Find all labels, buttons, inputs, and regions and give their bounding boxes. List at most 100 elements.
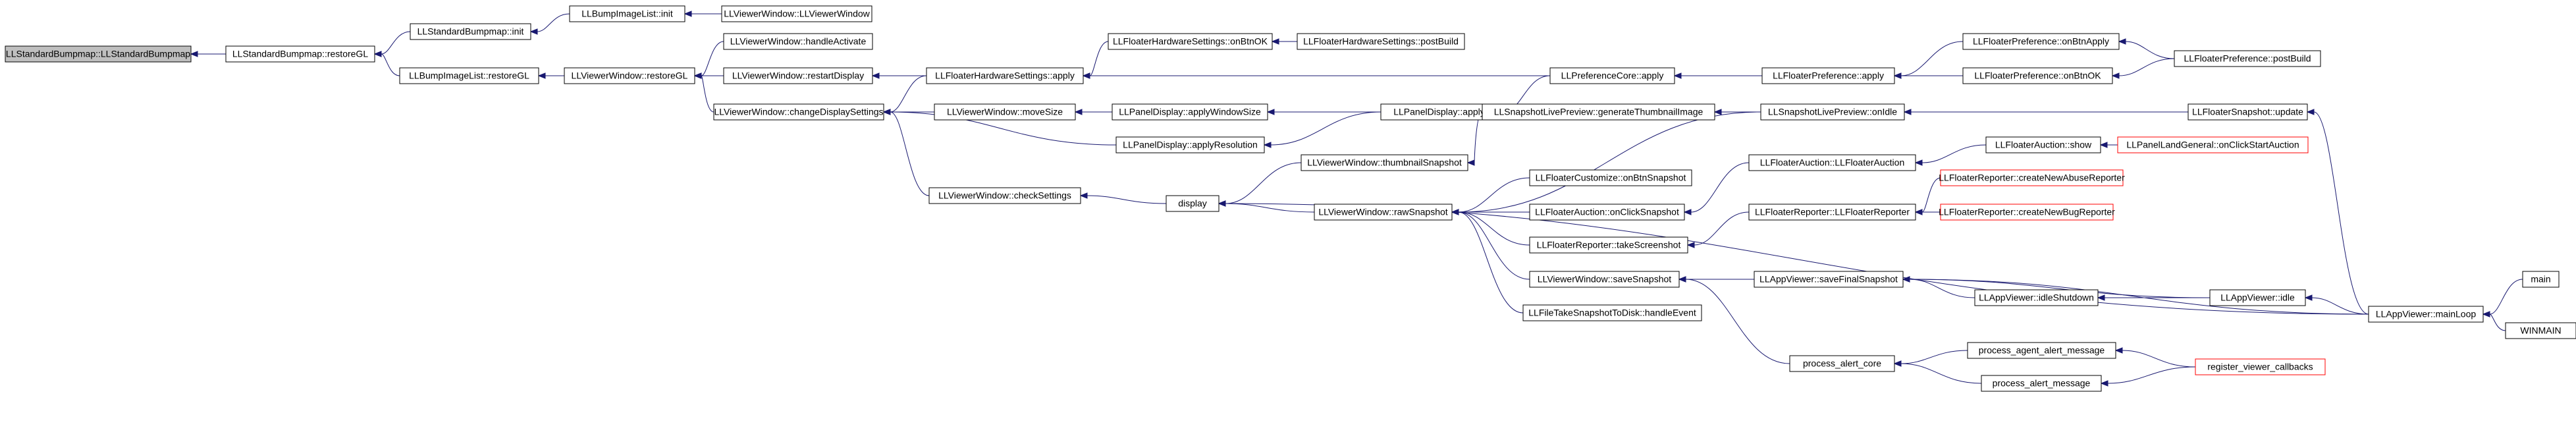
node-display[interactable]: display (1166, 195, 1220, 212)
node-box (1981, 375, 2102, 392)
node-process_alert_message[interactable]: process_alert_message (1981, 375, 2102, 392)
node-fp_onBtnOK[interactable]: LLFloaterPreference::onBtnOK (1962, 67, 2113, 84)
node-box (1166, 195, 1220, 212)
node-fhs_onBtnOK[interactable]: LLFloaterHardwareSettings::onBtnOK (1108, 33, 1273, 50)
node-vw_restoreGL[interactable]: LLViewerWindow::restoreGL (564, 67, 695, 84)
node-box (2187, 103, 2308, 121)
node-process_agent_alert_message[interactable]: process_agent_alert_message (1967, 342, 2116, 359)
node-av_idleShutdown[interactable]: LLAppViewer::idleShutdown (1974, 289, 2099, 306)
edge-plg_onClickStartAuction-to-fa_show (2099, 142, 2118, 148)
node-label: LLFloaterHardwareSettings::apply (935, 70, 1075, 81)
node-vw_saveSnapshot[interactable]: LLViewerWindow::saveSnapshot (1529, 271, 1680, 288)
node-vw_handleActivate[interactable]: LLViewerWindow::handleActivate (723, 33, 873, 50)
node-label: LLPanelLandGeneral::onClickStartAuction (2126, 140, 2299, 150)
node-fhs_postBuild[interactable]: LLFloaterHardwareSettings::postBuild (1297, 33, 1465, 50)
node-slp_onIdle[interactable]: LLSnapshotLivePreview::onIdle (1760, 103, 1905, 121)
edge-line (1690, 162, 1750, 213)
node-register_viewer_callbacks[interactable]: register_viewer_callbacks (2195, 358, 2326, 375)
node-box (723, 33, 873, 50)
node-fhs_apply[interactable]: LLFloaterHardwareSettings::apply (926, 67, 1084, 84)
node-av_idle[interactable]: LLAppViewer::idle (2209, 289, 2306, 306)
node-vw_thumbnailSnapshot[interactable]: LLViewerWindow::thumbnailSnapshot (1301, 154, 1468, 171)
node-bil_init[interactable]: LLBumpImageList::init (569, 5, 685, 22)
node-label: LLFileTakeSnapshotToDisk::handleEvent (1528, 308, 1696, 318)
node-box (723, 67, 873, 84)
node-root: LLStandardBumpmap::LLStandardBumpmap (5, 45, 192, 63)
node-sb_init[interactable]: LLStandardBumpmap::init (410, 23, 531, 40)
node-plg_onClickStartAuction[interactable]: LLPanelLandGeneral::onClickStartAuction (2117, 136, 2309, 153)
node-main[interactable]: main (2522, 271, 2560, 288)
edge-line (2489, 314, 2506, 331)
node-vw_restartDisplay[interactable]: LLViewerWindow::restartDisplay (723, 67, 873, 84)
edge-vw_checkSettings-to-vw_changeDisplaySettings (882, 109, 930, 196)
node-label: LLViewerWindow::restartDisplay (732, 70, 864, 81)
edge-line (2489, 279, 2523, 315)
node-label: LLFloaterHardwareSettings::onBtnOK (1113, 36, 1268, 47)
node-fc_onBtnSnapshot[interactable]: LLFloaterCustomize::onBtnSnapshot (1529, 169, 1692, 186)
edge-register_viewer_callbacks-to-process_alert_message (2100, 366, 2196, 387)
edge-fs_update-to-slp_onIdle (1903, 109, 2188, 115)
edge-fp_apply-to-pc_apply (1673, 72, 1762, 79)
node-ftsd_handleEvent[interactable]: LLFileTakeSnapshotToDisk::handleEvent (1522, 304, 1702, 321)
node-winmain[interactable]: WINMAIN (2505, 322, 2576, 339)
node-fs_update[interactable]: LLFloaterSnapshot::update (2187, 103, 2308, 121)
node-vw_ctor[interactable]: LLViewerWindow::LLViewerWindow (721, 5, 872, 22)
node-box (1482, 103, 1715, 121)
node-fa_onClickSnapshot[interactable]: LLFloaterAuction::onClickSnapshot (1529, 204, 1685, 221)
node-vw_rawSnapshot[interactable]: LLViewerWindow::rawSnapshot (1314, 204, 1453, 221)
node-pd_apply[interactable]: LLPanelDisplay::apply (1380, 103, 1498, 121)
node-label: LLViewerWindow::LLViewerWindow (724, 9, 870, 19)
arrowhead (190, 51, 198, 57)
node-box (2209, 289, 2306, 306)
node-box (1108, 33, 1273, 50)
nodes-layer: LLStandardBumpmap::LLStandardBumpmap LLSt… (5, 5, 2576, 392)
node-pc_apply[interactable]: LLPreferenceCore::apply (1549, 67, 1675, 84)
node-slp_genThumb[interactable]: LLSnapshotLivePreview::generateThumbnail… (1482, 103, 1715, 121)
node-label: LLFloaterPreference::onBtnOK (1974, 70, 2101, 81)
node-fa_ctor[interactable]: LLFloaterAuction::LLFloaterAuction (1748, 154, 1916, 171)
node-sb_restoreGL[interactable]: LLStandardBumpmap::restoreGL (225, 45, 375, 63)
arrowhead (693, 72, 702, 79)
node-fa_show[interactable]: LLFloaterAuction::show (1985, 136, 2101, 153)
node-fp_postBuild[interactable]: LLFloaterPreference::postBuild (2174, 50, 2321, 67)
edge-line (701, 41, 724, 76)
node-box (410, 23, 531, 40)
node-label: LLFloaterAuction::show (1995, 140, 2092, 150)
node-process_alert_core[interactable]: process_alert_core (1789, 355, 1895, 372)
edge-line (1087, 195, 1167, 204)
node-box (1529, 236, 1688, 254)
arrowhead (1713, 109, 1722, 115)
node-vw_checkSettings[interactable]: LLViewerWindow::checkSettings (928, 187, 1081, 204)
node-fr_takeScreenshot[interactable]: LLFloaterReporter::takeScreenshot (1529, 236, 1688, 254)
node-fp_apply[interactable]: LLFloaterPreference::apply (1761, 67, 1895, 84)
node-pd_applyWindowSize[interactable]: LLPanelDisplay::applyWindowSize (1112, 103, 1268, 121)
node-fr_ctor[interactable]: LLFloaterReporter::LLFloaterReporter (1748, 204, 1916, 221)
arrowhead (2304, 294, 2313, 301)
node-label: LLFloaterPreference::onBtnApply (1973, 36, 2109, 47)
edge-fp_onBtnApply-to-fp_apply (1893, 41, 1964, 79)
edge-pd_apply-to-pd_applyWindowSize (1266, 109, 1381, 115)
node-av_saveFinalSnapshot[interactable]: LLAppViewer::saveFinalSnapshot (1754, 271, 1904, 288)
edge-line (2107, 366, 2196, 384)
arrowhead (1466, 159, 1475, 166)
edge-line (1921, 144, 1987, 163)
arrowhead (529, 28, 538, 35)
node-label: LLViewerWindow::handleActivate (730, 36, 867, 47)
node-bil_restoreGL[interactable]: LLBumpImageList::restoreGL (399, 67, 539, 84)
edge-fa_ctor-to-fa_onClickSnapshot (1683, 162, 1750, 215)
node-fp_onBtnApply[interactable]: LLFloaterPreference::onBtnApply (1962, 33, 2120, 50)
node-label: LLViewerWindow::restoreGL (572, 70, 688, 81)
edge-line (1900, 350, 1968, 364)
node-pd_applyResolution[interactable]: LLPanelDisplay::applyResolution (1115, 136, 1265, 153)
edge-line (381, 31, 411, 55)
node-fr_createNewAbuse[interactable]: LLFloaterReporter::createNewAbuseReporte… (1939, 169, 2125, 186)
node-label: LLPanelDisplay::applyWindowSize (1119, 107, 1261, 117)
edge-line (1089, 41, 1109, 76)
node-box (2522, 271, 2560, 288)
node-box (5, 45, 192, 63)
node-vw_moveSize[interactable]: LLViewerWindow::moveSize (934, 103, 1076, 121)
node-fr_createNewBug[interactable]: LLFloaterReporter::createNewBugReporter (1939, 204, 2115, 221)
node-av_mainLoop[interactable]: LLAppViewer::mainLoop (2368, 306, 2484, 323)
node-box (721, 5, 872, 22)
node-vw_changeDisplaySettings[interactable]: LLViewerWindow::changeDisplaySettings (713, 103, 884, 121)
